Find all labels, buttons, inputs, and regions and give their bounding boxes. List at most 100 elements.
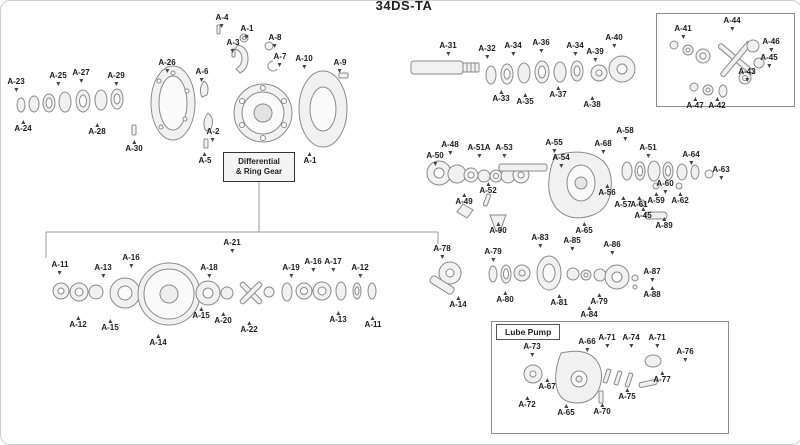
part-label-a-34-21: A-34 bbox=[504, 41, 521, 56]
part-label-a-18-64: A-18 bbox=[200, 263, 217, 278]
part-label-a-63-50: A-63 bbox=[712, 165, 729, 180]
part-label-a-68-46: A-68 bbox=[594, 139, 611, 154]
part-label-a-29-8: A-29 bbox=[107, 71, 124, 86]
part-label-a-27-7: A-27 bbox=[72, 68, 89, 83]
part-label-a-40-25: A-40 bbox=[605, 33, 622, 48]
part-label-a-48-38: A-48 bbox=[441, 140, 458, 155]
part-label-a-59-55: A-59 bbox=[647, 192, 664, 206]
part-label-a-88-88: A-88 bbox=[643, 286, 660, 300]
part-label-a-45-57: A-45 bbox=[634, 207, 651, 221]
part-label-a-37-28: A-37 bbox=[549, 86, 566, 100]
part-label-a-35-27: A-35 bbox=[516, 93, 533, 107]
part-label-a-6-10: A-6 bbox=[196, 67, 209, 82]
part-label-a-65-59: A-65 bbox=[575, 222, 592, 236]
part-label-a-66-90: A-66 bbox=[578, 337, 595, 352]
part-label-a-51-48: A-51 bbox=[639, 143, 656, 158]
part-label-a-49-42: A-49 bbox=[455, 193, 472, 207]
part-label-a-78-77: A-78 bbox=[433, 244, 450, 259]
part-label-a-51a-39: A-51A bbox=[467, 143, 490, 158]
part-label-a-84-87: A-84 bbox=[580, 306, 597, 320]
part-label-a-19-65: A-19 bbox=[282, 263, 299, 278]
part-label-a-56-52: A-56 bbox=[598, 184, 615, 198]
part-label-a-3-3: A-3 bbox=[227, 38, 240, 53]
lube-pump-frame: Lube Pump bbox=[491, 321, 729, 434]
part-label-a-64-49: A-64 bbox=[682, 150, 699, 165]
part-label-a-81-85: A-81 bbox=[550, 294, 567, 308]
part-label-a-47-35: A-47 bbox=[686, 97, 703, 111]
part-label-a-55-44: A-55 bbox=[545, 138, 562, 153]
part-label-a-13-75: A-13 bbox=[329, 311, 346, 325]
part-label-a-1-18: A-1 bbox=[304, 152, 317, 166]
part-label-a-13-62: A-13 bbox=[94, 263, 111, 278]
differential-box-line1: Differential bbox=[238, 156, 280, 166]
part-label-a-16-66: A-16 bbox=[304, 257, 321, 272]
part-label-a-15-72: A-15 bbox=[192, 307, 209, 321]
part-label-a-10-16: A-10 bbox=[295, 54, 312, 69]
part-label-a-23-5: A-23 bbox=[7, 77, 24, 92]
part-label-a-36-22: A-36 bbox=[532, 38, 549, 53]
part-label-a-74-92: A-74 bbox=[622, 333, 639, 348]
diagram-title: 34DS-TA bbox=[375, 0, 433, 13]
part-label-a-79-78: A-79 bbox=[484, 247, 501, 262]
differential-box-line2: & Ring Gear bbox=[235, 166, 283, 176]
part-label-a-5-15: A-5 bbox=[199, 152, 212, 166]
part-label-a-25-6: A-25 bbox=[49, 71, 66, 86]
part-label-a-89-58: A-89 bbox=[655, 217, 672, 231]
part-label-a-90-43: A-90 bbox=[489, 222, 506, 236]
part-label-a-14-83: A-14 bbox=[449, 296, 466, 310]
part-label-a-8-2: A-8 bbox=[269, 33, 282, 48]
part-label-a-15-70: A-15 bbox=[101, 319, 118, 333]
differential-ring-gear-box: Differential & Ring Gear bbox=[223, 152, 295, 182]
part-label-a-44-31: A-44 bbox=[723, 16, 740, 31]
part-label-a-30-13: A-30 bbox=[125, 140, 142, 154]
part-label-a-87-82: A-87 bbox=[643, 267, 660, 282]
part-label-a-54-47: A-54 bbox=[552, 153, 569, 168]
part-label-a-86-81: A-86 bbox=[603, 240, 620, 255]
part-label-a-70-100: A-70 bbox=[593, 403, 610, 417]
part-label-a-65-99: A-65 bbox=[557, 404, 574, 418]
part-label-a-62-56: A-62 bbox=[671, 192, 688, 206]
part-label-a-39-24: A-39 bbox=[586, 47, 603, 62]
part-label-a-42-36: A-42 bbox=[708, 97, 725, 111]
part-label-a-31-19: A-31 bbox=[439, 41, 456, 56]
part-label-a-12-68: A-12 bbox=[351, 263, 368, 278]
part-label-a-20-73: A-20 bbox=[214, 312, 231, 326]
part-label-a-38-29: A-38 bbox=[583, 96, 600, 110]
part-label-a-16-63: A-16 bbox=[122, 253, 139, 268]
part-label-a-43-34: A-43 bbox=[738, 67, 755, 82]
part-label-a-61-54: A-61 bbox=[630, 196, 647, 210]
part-label-a-41-30: A-41 bbox=[674, 24, 691, 39]
part-label-a-75-97: A-75 bbox=[618, 388, 635, 402]
part-label-a-76-94: A-76 bbox=[676, 347, 693, 362]
part-label-a-72-98: A-72 bbox=[518, 396, 535, 410]
part-label-a-24-11: A-24 bbox=[14, 120, 31, 134]
part-label-a-11-61: A-11 bbox=[52, 260, 69, 275]
part-label-a-45-33: A-45 bbox=[760, 53, 777, 68]
part-label-a-4-0: A-4 bbox=[216, 13, 229, 28]
part-label-a-21-60: A-21 bbox=[223, 238, 240, 253]
part-label-a-58-45: A-58 bbox=[616, 126, 633, 141]
part-label-a-9-17: A-9 bbox=[334, 58, 347, 73]
part-label-a-60-51: A-60 bbox=[656, 179, 673, 194]
part-label-a-71-93: A-71 bbox=[648, 333, 665, 348]
lube-pump-title: Lube Pump bbox=[496, 324, 561, 340]
part-label-a-80-84: A-80 bbox=[496, 291, 513, 305]
part-label-a-34-23: A-34 bbox=[566, 41, 583, 56]
part-label-a-73-89: A-73 bbox=[523, 342, 540, 357]
part-label-a-67-95: A-67 bbox=[538, 378, 555, 392]
part-label-a-32-20: A-32 bbox=[478, 44, 495, 59]
part-label-a-2-14: A-2 bbox=[207, 127, 220, 142]
part-label-a-79-86: A-79 bbox=[590, 293, 607, 307]
part-label-a-77-96: A-77 bbox=[653, 371, 670, 385]
part-label-a-28-12: A-28 bbox=[88, 123, 105, 137]
part-label-a-22-74: A-22 bbox=[240, 321, 257, 335]
part-label-a-50-37: A-50 bbox=[426, 151, 443, 166]
part-label-a-12-69: A-12 bbox=[69, 316, 86, 330]
part-label-a-57-53: A-57 bbox=[614, 196, 631, 210]
part-label-a-1-1: A-1 bbox=[241, 24, 254, 39]
part-label-a-17-67: A-17 bbox=[324, 257, 341, 272]
part-label-a-52-41: A-52 bbox=[479, 182, 496, 196]
part-label-a-11-76: A-11 bbox=[365, 316, 382, 330]
